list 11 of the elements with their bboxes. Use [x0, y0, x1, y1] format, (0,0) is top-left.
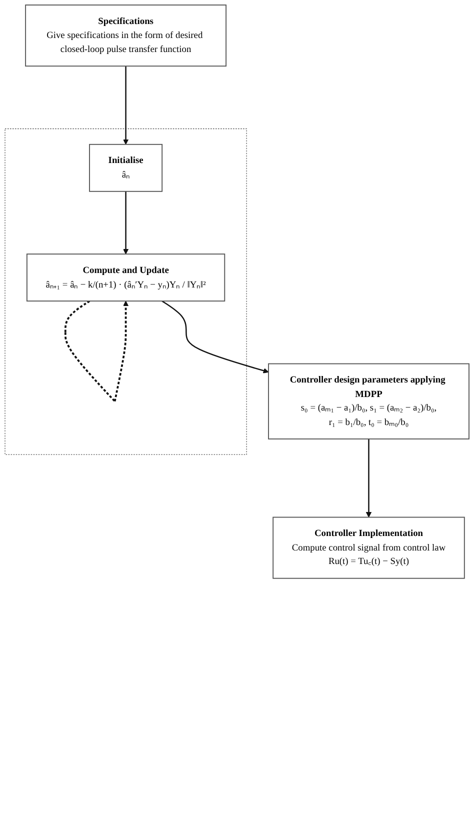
cluster [4, 128, 247, 455]
arrow [64, 300, 129, 402]
node-box: Compute and Update âₙ₊₁ = âₙ − k/(n+1) · (âₙ′Yₙ − yₙ)Yₙ / ‖Yₙ‖² [26, 254, 226, 302]
arrow [162, 300, 269, 374]
node-box: Controller design parameters applying MDPP s₀ = (aₘ₁ − a₁)/b₀, s₁ = (aₘ₂ − a₂)/b₀, r₁ = b₁/b₀, t₀ = bₘ₀/b₀ [268, 363, 470, 440]
arrow [123, 66, 129, 145]
node-box: Controller Implementation Compute control signal from control law Ru(t) = Tu꜀(t) − Sy(t) [272, 516, 465, 579]
arrow [123, 191, 129, 254]
node-box: Specifications Give specifications in the form of desired closed-loop pulse transfer function [25, 4, 226, 67]
arrow [366, 438, 372, 518]
node-box: Initialise âₙ [89, 144, 163, 192]
